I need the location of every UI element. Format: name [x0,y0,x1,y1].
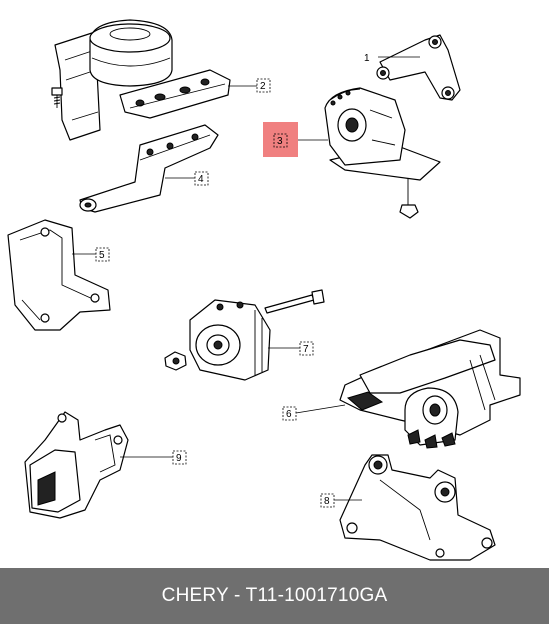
callout-label-4: 4 [198,174,204,185]
callout-label-6: 6 [286,409,292,420]
part-7-mount[interactable] [164,289,325,381]
part-6-crossmember[interactable] [339,329,521,449]
part-number-title: CHERY - T11-1001710GA [161,585,388,606]
callout-label-1: 1 [364,53,370,64]
callout-label-7: 7 [303,344,309,355]
bolt-icon [264,289,325,314]
callout-5[interactable]: 5 [72,247,110,262]
highlight-box [263,122,298,157]
callout-6[interactable]: 6 [282,404,346,421]
callout-label-8: 8 [324,496,330,507]
callout-label-5: 5 [99,250,105,261]
part-3-mount[interactable] [324,87,441,219]
footer-title-bar: CHERY - T11-1001710GA [0,568,549,624]
part-8-bracket[interactable] [339,454,496,561]
callout-2[interactable]: 2 [228,78,271,93]
callout-9[interactable]: 9 [120,450,187,465]
bolt-icon [399,178,419,219]
part-1-bracket[interactable] [376,34,461,101]
nut-icon [164,351,187,371]
callout-label-9: 9 [176,453,182,464]
callout-8[interactable]: 8 [320,493,362,508]
part-2-engine-mount[interactable] [51,19,231,141]
callout-4[interactable]: 4 [165,171,209,186]
callout-label-2: 2 [260,81,266,92]
part-9-mount[interactable] [24,411,129,519]
callout-3[interactable]: 3 [263,122,328,157]
part-4-bracket[interactable] [79,124,219,213]
bolt-icon [51,87,63,108]
parts-diagram: 1 2 3 4 5 6 [7,19,521,561]
callout-label-3: 3 [277,136,283,147]
callout-1[interactable]: 1 [364,53,420,64]
part-5-bracket[interactable] [7,219,111,331]
callout-7[interactable]: 7 [268,341,314,356]
